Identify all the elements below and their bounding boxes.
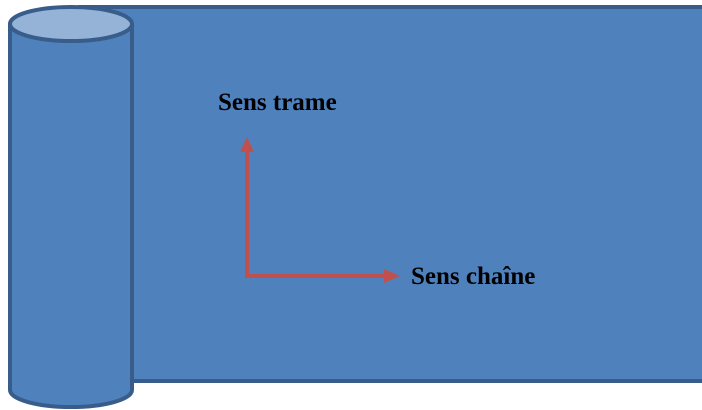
- weft-direction-label: Sens trame: [218, 89, 337, 116]
- roll-cylinder-body: [8, 22, 134, 409]
- roll-cylinder-top: [8, 5, 134, 43]
- warp-direction-label: Sens chaîne: [411, 263, 536, 290]
- fabric-sheet: [78, 5, 702, 383]
- warp-arrowhead: [384, 269, 400, 283]
- weft-arrowhead: [240, 137, 254, 152]
- direction-arrows: [240, 137, 400, 283]
